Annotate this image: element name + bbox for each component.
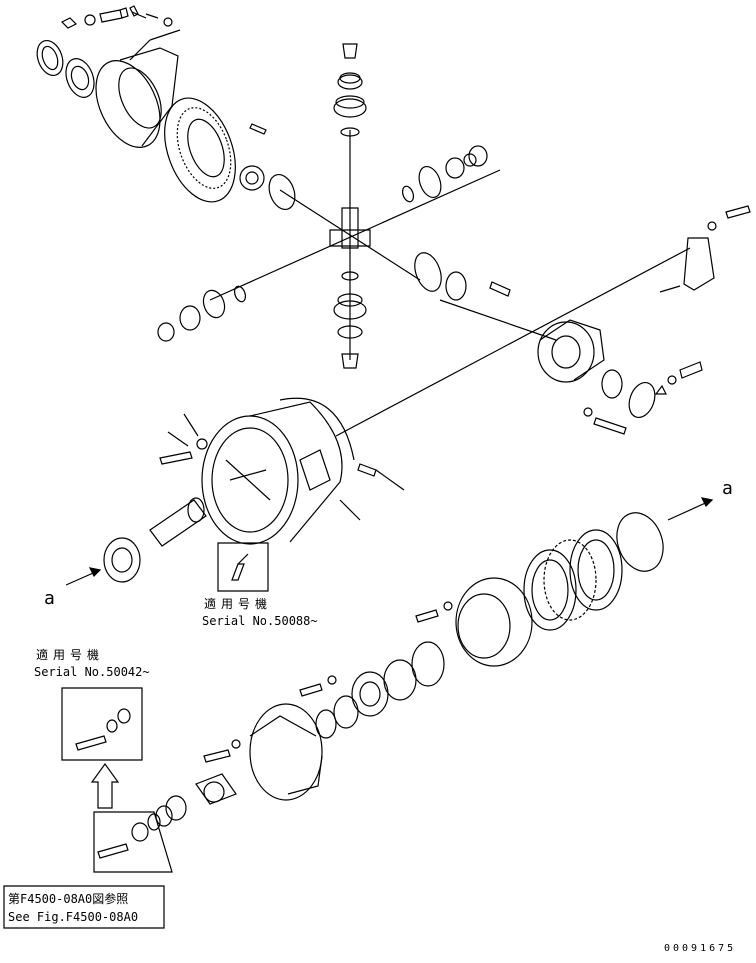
top-gear-stack <box>334 44 366 136</box>
right-pinion-upper <box>401 146 487 203</box>
left-lower-bearings <box>158 285 247 341</box>
spider-cross <box>210 130 500 360</box>
arrow-a-left <box>66 568 100 585</box>
ref-box-bottom <box>94 812 172 872</box>
serial-top-jp: 適用号機 <box>204 597 273 611</box>
assembly-line-2 <box>440 300 556 340</box>
lower-bolts <box>148 740 240 830</box>
assembly-line <box>336 248 690 436</box>
carrier-housing <box>202 398 354 544</box>
piston-cylinder <box>250 704 322 800</box>
right-top-hardware <box>656 206 750 394</box>
arrow-a-left-label: a <box>44 588 55 609</box>
input-shaft <box>104 498 206 582</box>
ref-fig-en: See Fig.F4500-08A0 <box>8 910 139 924</box>
brake-housing <box>384 578 532 700</box>
right-lower-pinion <box>410 249 510 300</box>
arrow-a-right <box>668 498 712 520</box>
up-arrow <box>92 764 118 808</box>
ref-fig-jp: 第F4500-08A0図参照 <box>8 892 129 906</box>
right-diff-case <box>538 320 659 421</box>
ref-frame <box>4 886 164 928</box>
serial-top-en: Serial No.50088~ <box>202 614 318 628</box>
case-washer <box>584 408 592 416</box>
serial-box-top <box>218 543 268 591</box>
case-bolt <box>594 418 626 434</box>
serial-left-en: Serial No.50042~ <box>34 665 150 679</box>
arrow-a-right-label: a <box>722 478 733 499</box>
pin-small <box>250 124 266 134</box>
brake-discs <box>524 506 671 630</box>
left-seal-bearing <box>33 37 99 101</box>
bottom-gear-stack <box>334 272 366 368</box>
ring-gear <box>151 88 248 211</box>
serial-box-left <box>62 688 142 760</box>
diff-case-half <box>83 30 180 158</box>
serial-left-jp: 適用号機 <box>36 648 105 662</box>
left-pinion <box>240 166 299 213</box>
lower-brake-parts <box>300 672 388 738</box>
pin-right <box>358 464 376 476</box>
housing-bolts <box>160 414 207 464</box>
top-left-bolts <box>62 6 172 28</box>
doc-number: 00091675 <box>664 943 737 954</box>
